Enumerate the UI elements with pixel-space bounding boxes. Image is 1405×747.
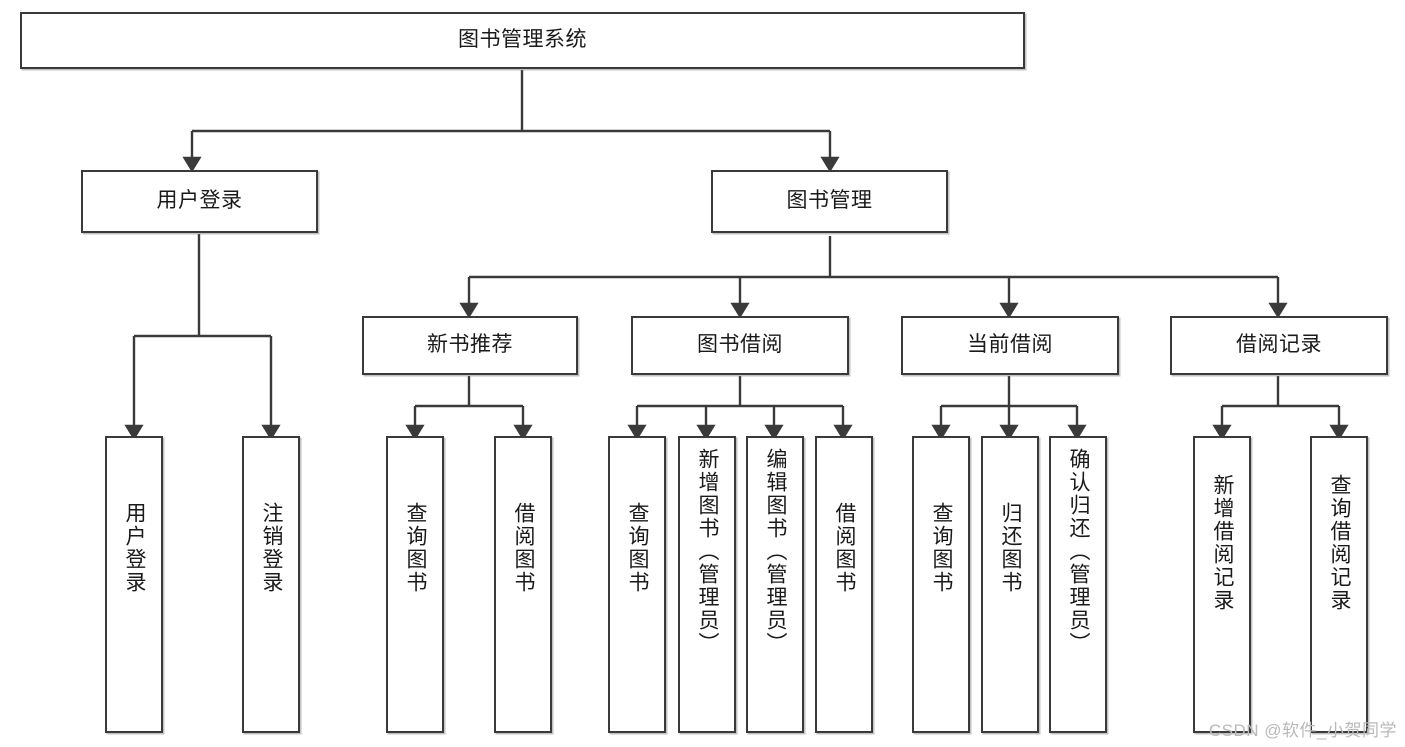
leaf-new-book-borrow[interactable]: 借阅图书 bbox=[494, 436, 552, 733]
leaf-book-borrow-query[interactable]: 查询图书 bbox=[608, 436, 666, 733]
leaf-user-login-logout[interactable]: 注销登录 bbox=[242, 436, 300, 733]
node-label: 借阅图书 bbox=[511, 502, 535, 594]
node-borrow-record[interactable]: 借阅记录 bbox=[1170, 316, 1388, 375]
node-label: 图书管理系统 bbox=[458, 28, 587, 52]
node-label: 注销登录 bbox=[259, 502, 283, 594]
node-label: 查询图书 bbox=[403, 502, 427, 594]
node-label: 用户登录 bbox=[122, 502, 146, 594]
leaf-user-login-login[interactable]: 用户登录 bbox=[105, 436, 163, 733]
node-root-system[interactable]: 图书管理系统 bbox=[20, 12, 1025, 69]
leaf-current-borrow-return[interactable]: 归还图书 bbox=[981, 436, 1039, 733]
node-label: 图书借阅 bbox=[697, 333, 783, 357]
node-label: 新增图书（管理员） bbox=[695, 448, 719, 655]
node-current-borrow[interactable]: 当前借阅 bbox=[901, 316, 1119, 375]
leaf-new-book-query[interactable]: 查询图书 bbox=[386, 436, 444, 733]
node-new-book-recommend[interactable]: 新书推荐 bbox=[362, 316, 578, 375]
node-label: 借阅图书 bbox=[832, 502, 856, 594]
node-label: 用户登录 bbox=[156, 189, 243, 213]
leaf-book-borrow-borrow[interactable]: 借阅图书 bbox=[815, 436, 873, 733]
node-label: 图书管理 bbox=[786, 189, 873, 213]
node-label: 新增借阅记录 bbox=[1210, 474, 1234, 612]
node-user-login[interactable]: 用户登录 bbox=[81, 170, 318, 233]
watermark-text: CSDN @软件_小贺同学 bbox=[1208, 721, 1397, 740]
node-label: 查询借阅记录 bbox=[1327, 474, 1351, 612]
node-book-borrow[interactable]: 图书借阅 bbox=[631, 316, 849, 375]
leaf-borrow-record-add[interactable]: 新增借阅记录 bbox=[1193, 436, 1251, 733]
node-label: 查询图书 bbox=[929, 502, 953, 594]
node-label: 确认归还（管理员） bbox=[1066, 448, 1090, 655]
node-label: 编辑图书（管理员） bbox=[763, 448, 787, 655]
leaf-current-borrow-query[interactable]: 查询图书 bbox=[912, 436, 970, 733]
node-label: 新书推荐 bbox=[427, 333, 513, 357]
node-label: 归还图书 bbox=[998, 502, 1022, 594]
leaf-book-borrow-add[interactable]: 新增图书（管理员） bbox=[678, 436, 736, 733]
node-label: 借阅记录 bbox=[1236, 333, 1322, 357]
node-book-management[interactable]: 图书管理 bbox=[711, 170, 948, 233]
leaf-current-borrow-confirm-return[interactable]: 确认归还（管理员） bbox=[1049, 436, 1107, 733]
node-label: 查询图书 bbox=[625, 502, 649, 594]
leaf-book-borrow-edit[interactable]: 编辑图书（管理员） bbox=[746, 436, 804, 733]
leaf-borrow-record-query[interactable]: 查询借阅记录 bbox=[1310, 436, 1368, 733]
node-label: 当前借阅 bbox=[967, 333, 1053, 357]
